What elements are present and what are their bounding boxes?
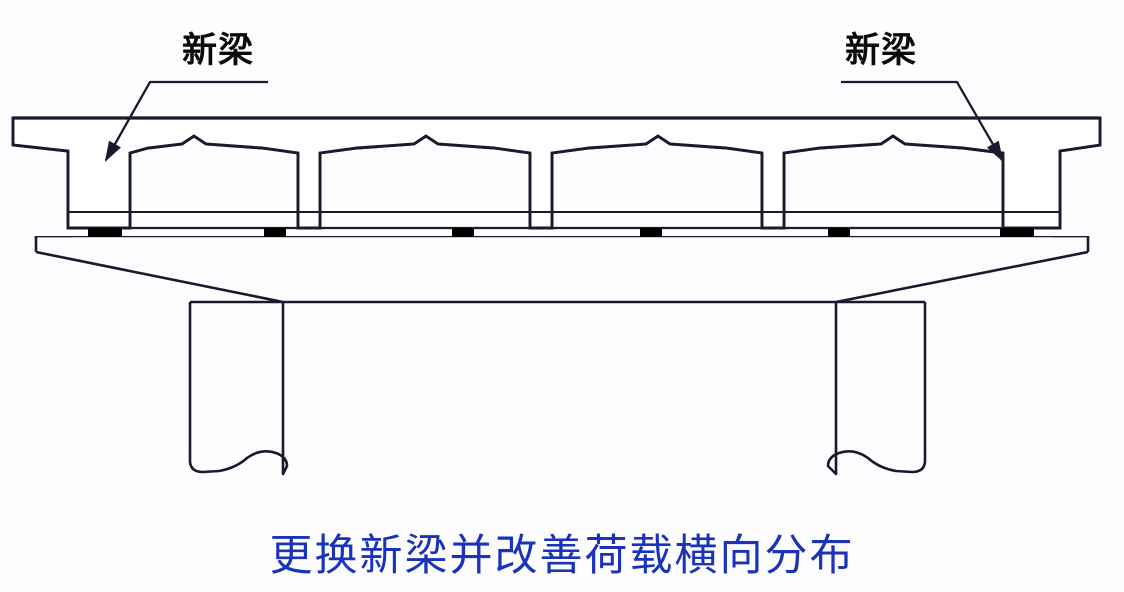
column-right-break-line — [826, 450, 927, 476]
bearing-pad — [264, 228, 286, 237]
bearing-pad — [828, 228, 850, 237]
column-left-break-line — [188, 450, 289, 476]
figure-caption: 更换新梁并改善荷载横向分布 — [269, 531, 855, 581]
annotation-label-new-beam-right: 新梁 — [845, 31, 918, 71]
bearing-pads-group — [88, 228, 1034, 237]
superstructure-final — [0, 108, 1124, 236]
leader-line-right — [841, 80, 1004, 162]
leader-lines-group — [104, 80, 1004, 163]
leader-line-left — [104, 80, 268, 163]
substructure-group — [34, 206, 1090, 476]
annotation-label-new-beam-left: 新梁 — [182, 31, 255, 71]
bearing-pad — [640, 228, 662, 237]
pier-cap-right-haunch — [835, 250, 1089, 304]
superstructure-group — [0, 108, 1124, 237]
pier-cap-left-haunch — [35, 250, 284, 304]
bearing-pad — [88, 228, 122, 237]
bearing-pad — [452, 228, 474, 237]
bearing-pad — [1000, 228, 1034, 237]
